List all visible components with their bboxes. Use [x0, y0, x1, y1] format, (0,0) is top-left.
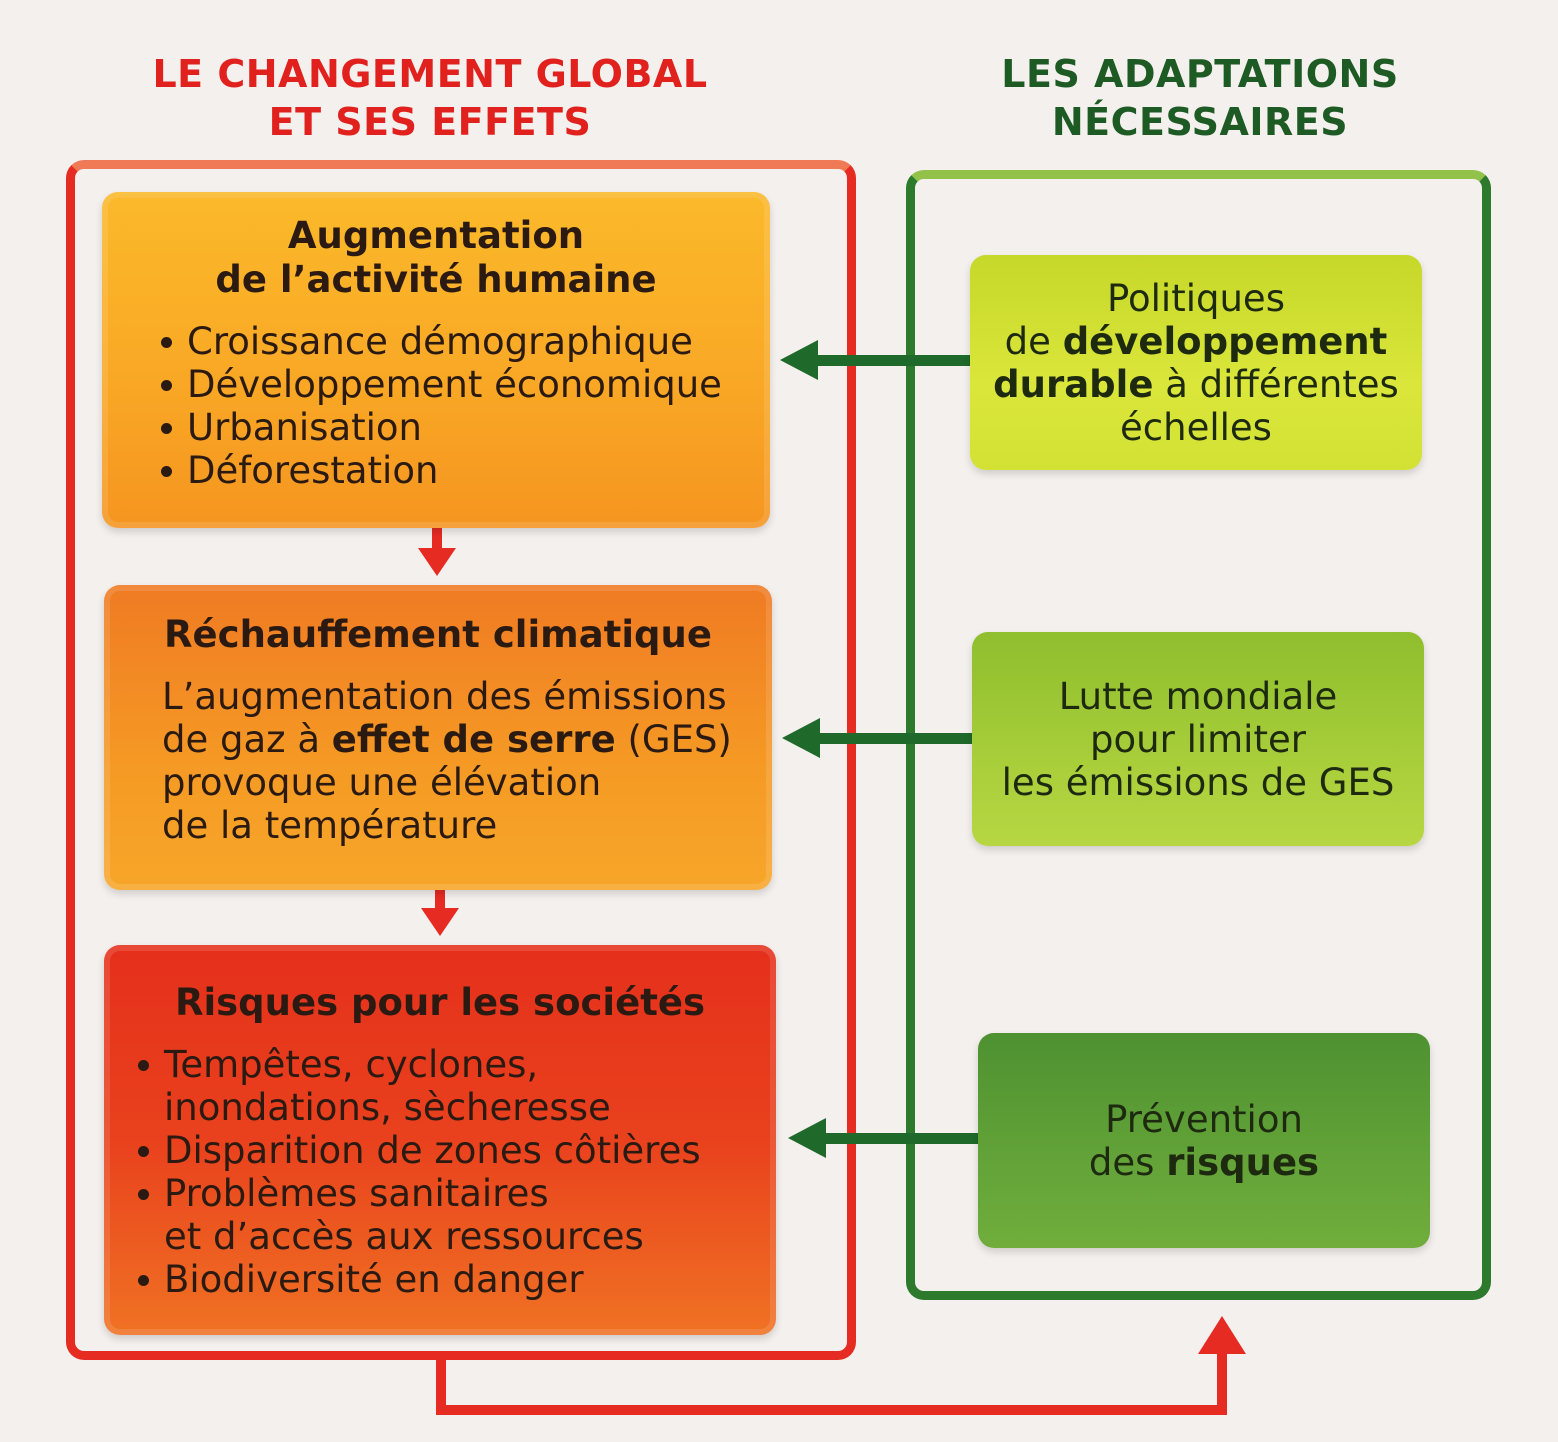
- prevention-line2: des risques: [978, 1141, 1430, 1184]
- climate-warming-text-line4: de la température: [162, 804, 498, 847]
- human-activity-title-line1: Augmentation: [287, 214, 585, 257]
- policies-line2: de développement: [970, 320, 1422, 363]
- feedback-loop-arrow: [436, 1316, 1246, 1415]
- list-item: Disparition de zones côtières: [134, 1129, 756, 1172]
- policies-line3: durable à différentes: [970, 363, 1422, 406]
- list-item: Déforestation: [157, 449, 750, 492]
- arrow-policies-to-activity: [780, 340, 972, 380]
- list-item: Croissance démographique: [157, 320, 750, 363]
- global-change-frame: [66, 160, 856, 1360]
- list-item: Développement économique: [157, 363, 750, 406]
- bold-term: durable: [993, 362, 1154, 406]
- society-risks-list: Tempêtes, cyclones,inondations, sècheres…: [134, 1043, 756, 1301]
- human-activity-list: Croissance démographique Développement é…: [157, 320, 750, 492]
- society-risks-title: Risques pour les sociétés: [174, 981, 706, 1024]
- right-heading-line1: LES ADAPTATIONS: [1001, 52, 1399, 96]
- human-activity-box: Augmentation de l’activité humaine Crois…: [102, 192, 770, 528]
- prevention-line1: Prévention: [1105, 1097, 1303, 1141]
- line: Biodiversité en danger: [164, 1258, 584, 1301]
- fight-line3: les émissions de GES: [1001, 760, 1395, 804]
- line: Disparition de zones côtières: [164, 1129, 701, 1172]
- risk-prevention-box: Prévention des risques: [978, 1033, 1430, 1248]
- society-risks-box: Risques pour les sociétés Tempêtes, cycl…: [104, 945, 776, 1335]
- bold-term: développement: [1062, 319, 1388, 363]
- arrow-activity-to-warming: [418, 528, 456, 576]
- climate-warming-title: Réchauffement climatique: [164, 613, 712, 656]
- human-activity-title: Augmentation de l’activité humaine: [122, 214, 750, 302]
- arrow-fight-to-warming: [782, 718, 974, 758]
- climate-warming-text-line1: L’augmentation des émissions: [162, 675, 727, 718]
- list-item: Biodiversité en danger: [134, 1258, 756, 1301]
- policies-line4: échelles: [1120, 405, 1272, 449]
- line: Tempêtes, cyclones,: [164, 1043, 539, 1086]
- right-column-heading: LES ADAPTATIONS NÉCESSAIRES: [940, 50, 1460, 146]
- text-span: de gaz à: [162, 718, 332, 761]
- bold-term: effet de serre: [331, 718, 616, 761]
- text-span: à différentes: [1153, 362, 1399, 406]
- human-activity-title-line2: de l’activité humaine: [215, 258, 657, 301]
- bold-term: risques: [1166, 1140, 1320, 1184]
- left-heading-line1: LE CHANGEMENT GLOBAL: [152, 52, 708, 96]
- text-span: (GES): [615, 718, 732, 761]
- list-item: Tempêtes, cyclones,inondations, sècheres…: [134, 1043, 756, 1129]
- line: inondations, sècheresse: [164, 1086, 611, 1129]
- sustainable-policies-box: Politiques de développement durable à di…: [970, 255, 1422, 470]
- line: Problèmes sanitaires: [164, 1172, 549, 1215]
- fight-line1: Lutte mondiale: [1058, 674, 1338, 718]
- line: et d’accès aux ressources: [164, 1215, 644, 1258]
- global-fight-box: Lutte mondiale pour limiter les émission…: [972, 632, 1424, 846]
- climate-warming-text-line2: de gaz à effet de serre (GES): [162, 718, 752, 761]
- arrow-prevention-to-risks: [788, 1118, 980, 1158]
- left-column-heading: LE CHANGEMENT GLOBAL ET SES EFFETS: [140, 50, 720, 146]
- climate-warming-box: Réchauffement climatique L’augmentation …: [104, 585, 772, 890]
- fight-line2: pour limiter: [1090, 717, 1306, 761]
- list-item: Urbanisation: [157, 406, 750, 449]
- right-heading-line2: NÉCESSAIRES: [1051, 100, 1349, 144]
- left-heading-line2: ET SES EFFETS: [268, 100, 592, 144]
- arrow-warming-to-risks: [421, 890, 459, 936]
- policies-line1: Politiques: [1107, 276, 1285, 320]
- text-span: des: [1088, 1140, 1167, 1184]
- text-span: de: [1004, 319, 1063, 363]
- climate-warming-text-line3: provoque une élévation: [162, 761, 602, 804]
